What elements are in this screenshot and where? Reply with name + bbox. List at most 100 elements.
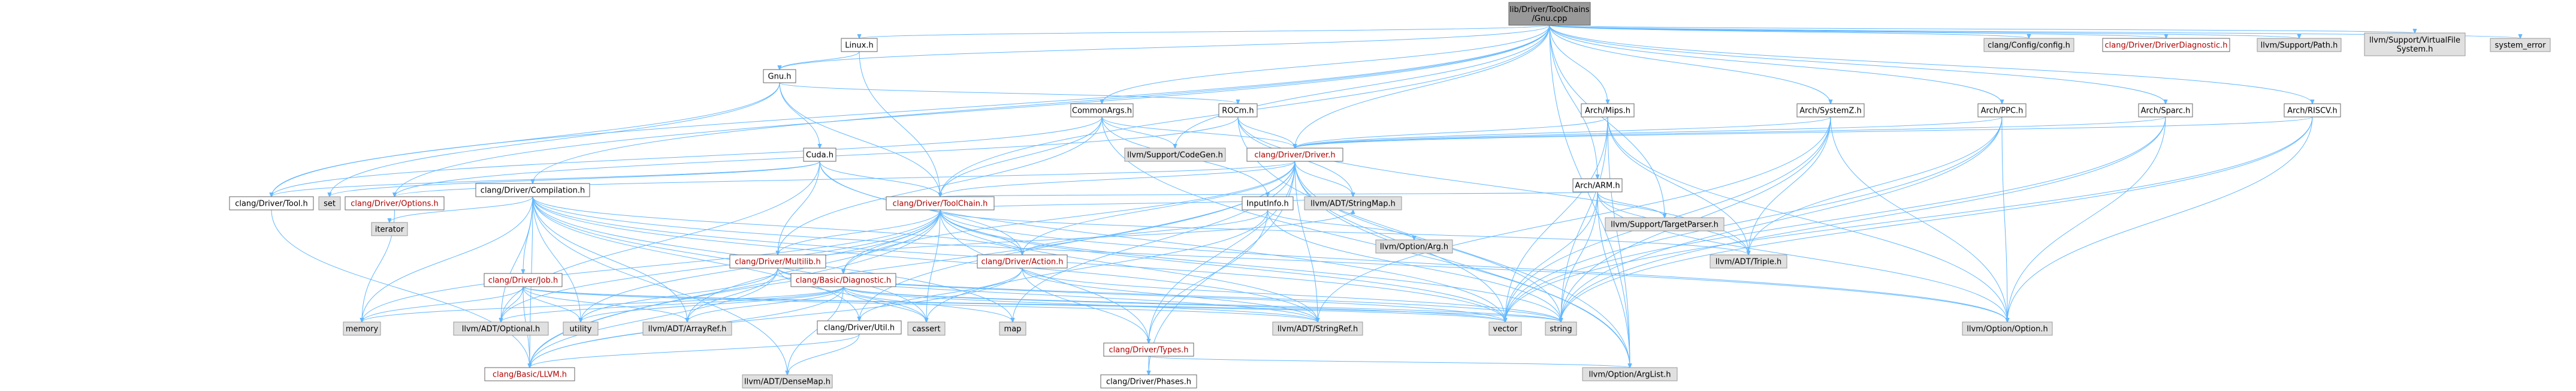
edge-toolchain_h-to-vector	[940, 209, 1505, 322]
node-job-h[interactable]: clang/Driver/Job.h	[484, 273, 563, 287]
node-compilation-h[interactable]: clang/Driver/Compilation.h	[475, 183, 590, 197]
edge-action_h-to-llvm_h	[530, 267, 1023, 368]
edge-mips_h-to-optarglist	[1607, 116, 1630, 368]
edge-rocm_h-to-driver_h	[1237, 116, 1295, 148]
node-box	[1582, 367, 1678, 381]
edge-diagnostic_h-to-memory	[362, 286, 844, 322]
dependency-nodes: lib/Driver/ToolChains/Gnu.cppLinux.hGnu.…	[229, 2, 2551, 389]
edge-gnu_h-to-toolchain_h	[779, 82, 940, 197]
edge-driver_h-to-action_h	[1022, 161, 1295, 255]
node-densemap: llvm/ADT/DenseMap.h	[742, 374, 833, 389]
node-box	[453, 321, 549, 336]
edge-arm_h-to-optoption	[1597, 191, 2007, 322]
node-label: InputInfo.h	[1246, 200, 1288, 209]
edge-root-to-sparc_h	[1549, 25, 2166, 104]
node-label: system_error	[2495, 41, 2547, 50]
node-arm-h[interactable]: Arch/ARM.h	[1572, 178, 1623, 193]
node-cuda-h[interactable]: Cuda.h	[803, 148, 836, 162]
node-phases-h[interactable]: clang/Driver/Phases.h	[1100, 374, 1197, 389]
edge-sparc_h-to-string	[1561, 116, 2166, 322]
node-types-h[interactable]: clang/Driver/Types.h	[1103, 342, 1194, 357]
node-inputinfo-h[interactable]: InputInfo.h	[1242, 196, 1294, 210]
edge-ppc_h-to-string	[1561, 116, 2003, 322]
node-box	[763, 69, 796, 83]
edge-toolchain_h-to-optoption	[940, 209, 2007, 322]
node-label: clang/Driver/Driver.h	[1254, 151, 1335, 160]
edge-mips_h-to-vector	[1505, 116, 1608, 322]
edge-root-to-path_h	[1549, 25, 2299, 38]
edge-diagnostic_h-to-vector	[843, 286, 1506, 322]
node-util-h[interactable]: clang/Driver/Util.h	[817, 320, 902, 335]
node-box	[1304, 196, 1402, 210]
node-optarg: llvm/Option/Arg.h	[1375, 239, 1453, 254]
edge-toolchain_h-to-triple	[940, 209, 1748, 255]
node-label: llvm/Support/TargetParser.h	[1611, 221, 1719, 230]
node-diagnostic-h[interactable]: clang/Basic/Diagnostic.h	[790, 273, 896, 287]
edge-riscv_h-to-driver_h	[1295, 116, 2313, 148]
edge-compilation_h-to-optoption	[532, 196, 2007, 322]
node-box	[907, 321, 946, 336]
node-label: llvm/Option/ArgList.h	[1589, 371, 1671, 380]
node-toolchain-h[interactable]: clang/Driver/ToolChain.h	[886, 196, 995, 210]
edge-cuda_h-to-tool_h	[271, 161, 820, 197]
node-box	[343, 321, 381, 336]
edge-util_h-to-densemap	[787, 333, 860, 375]
edge-toolchain_h-to-string	[940, 209, 1561, 322]
node-rocm-h[interactable]: ROCm.h	[1218, 103, 1258, 118]
edge-root-to-arm_h	[1549, 25, 1597, 179]
node-label: clang/Driver/Job.h	[488, 276, 558, 285]
node-label: Arch/RISCV.h	[2287, 107, 2338, 116]
node-driver-h[interactable]: clang/Driver/Driver.h	[1246, 148, 1343, 162]
edge-commonargs_h-to-optarglist	[1101, 116, 1630, 368]
edge-job_h-to-memory	[362, 286, 524, 322]
node-ppc-h[interactable]: Arch/PPC.h	[1977, 103, 2027, 118]
edge-ppc_h-to-optoption	[2001, 116, 2007, 322]
edge-sparc_h-to-optoption	[2007, 116, 2166, 322]
node-label: memory	[346, 325, 379, 334]
node-box	[1070, 103, 1134, 118]
edge-diagnostic_h-to-map	[843, 286, 1013, 322]
node-gnu-h[interactable]: Gnu.h	[763, 69, 796, 83]
node-riscv-h[interactable]: Arch/RISCV.h	[2284, 103, 2341, 118]
node-root[interactable]: lib/Driver/ToolChains/Gnu.cpp	[1508, 2, 1591, 26]
edge-systemz_h-to-driver_h	[1295, 116, 1831, 148]
edge-multilib_h-to-llvm_h	[530, 267, 778, 368]
node-box	[1488, 321, 1522, 336]
node-box	[1962, 321, 2053, 336]
node-mips-h[interactable]: Arch/Mips.h	[1581, 103, 1635, 118]
node-label: iterator	[375, 225, 404, 234]
node-box	[1545, 321, 1577, 336]
edge-toolchain_h-to-diagnostic_h	[844, 209, 941, 273]
node-systemz-h[interactable]: Arch/SystemZ.h	[1796, 103, 1865, 118]
edge-diagnostic_h-to-cassert	[843, 286, 927, 322]
node-utility: utility	[563, 321, 599, 336]
node-linux-h[interactable]: Linux.h	[841, 38, 878, 52]
node-options-h[interactable]: clang/Driver/Options.h	[345, 196, 445, 210]
edge-root-to-codegen	[1175, 25, 1550, 148]
edge-driver_h-to-stringmap	[1294, 161, 1353, 197]
edge-riscv_h-to-vector	[1505, 116, 2313, 322]
node-action-h[interactable]: clang/Driver/Action.h	[977, 254, 1068, 269]
node-system-error: system_error	[2490, 38, 2551, 52]
node-label: llvm/Support/VirtualFile	[2369, 36, 2460, 45]
edge-diagnostic_h-to-optional	[501, 286, 844, 322]
node-tool-h[interactable]: clang/Driver/Tool.h	[229, 196, 314, 210]
node-label: llvm/ADT/DenseMap.h	[744, 378, 831, 387]
node-commonargs-h[interactable]: CommonArgs.h	[1070, 103, 1134, 118]
node-llvm-h[interactable]: clang/Basic/LLVM.h	[484, 367, 575, 381]
node-label: ROCm.h	[1222, 107, 1254, 116]
node-box	[345, 196, 445, 210]
node-driverdiag-h[interactable]: clang/Driver/DriverDiagnostic.h	[2102, 38, 2230, 52]
node-targetparser: llvm/Support/TargetParser.h	[1605, 217, 1725, 231]
edge-compilation_h-to-action_h	[532, 196, 1022, 255]
node-multilib-h[interactable]: clang/Driver/Multilib.h	[729, 254, 826, 269]
edge-toolchain_h-to-optional	[501, 209, 941, 322]
node-sparc-h[interactable]: Arch/Sparc.h	[2138, 103, 2193, 118]
edge-ppc_h-to-triple	[1748, 116, 2003, 255]
edge-root-to-optarglist	[1549, 25, 1630, 368]
edge-cuda_h-to-vector	[819, 161, 1505, 322]
edge-driver_h-to-types_h	[1149, 161, 1295, 343]
edge-toolchain_h-to-memory	[362, 209, 941, 322]
edge-root-to-linux_h	[859, 25, 1550, 38]
